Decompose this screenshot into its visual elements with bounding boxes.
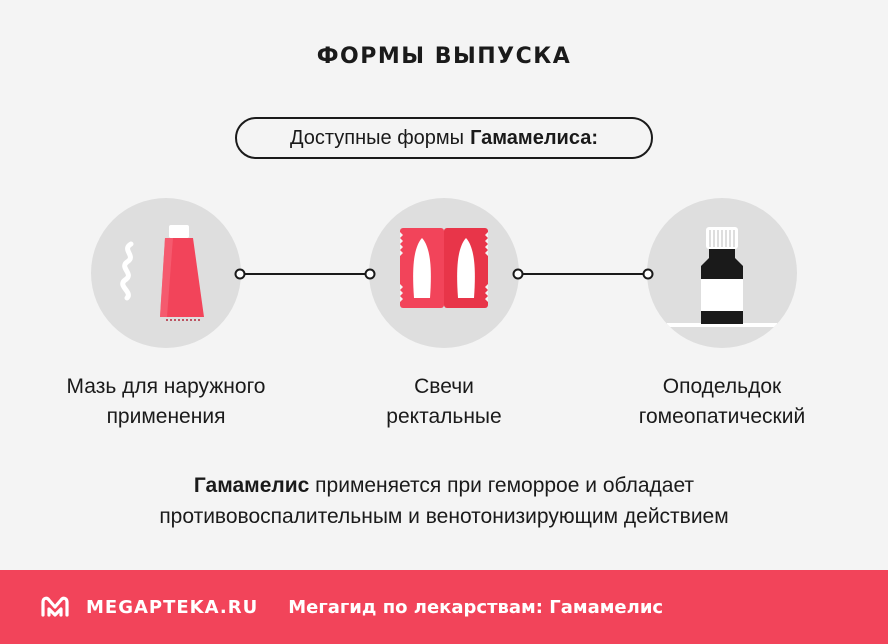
footer-banner: MEGAPTEKA.RU Мегагид по лекарствам: Гама…: [0, 570, 888, 644]
form-label-line: Оподельдок: [662, 375, 782, 398]
available-forms-pill: Доступные формы Гамамелиса:: [235, 117, 653, 159]
suppositories-icon: [400, 228, 488, 308]
ointment-circle: [91, 198, 241, 348]
ointment-tube-icon: [120, 225, 204, 321]
description-line-2: противовоспалительным и венотонизирующим…: [159, 505, 729, 528]
form-label-suppositories: Свечи ректальные: [304, 372, 584, 432]
form-label-line: применения: [106, 405, 226, 428]
form-label-ointment: Мазь для наружного применения: [26, 372, 306, 432]
guide-title: Мегагид по лекарствам: Гамамелис: [288, 596, 664, 618]
connector-1: [234, 268, 376, 280]
form-label-line: ректальные: [386, 405, 502, 428]
brand-link[interactable]: MEGAPTEKA.RU: [86, 596, 259, 618]
description-bold: Гамамелис: [193, 474, 310, 497]
form-label-line: гомеопатический: [638, 405, 806, 428]
description-line-1: Гамамелис применяется при геморрое и обл…: [0, 470, 888, 501]
megapteka-logo-icon: [41, 596, 69, 617]
form-label-line: Мазь для наружного: [66, 375, 266, 398]
bottle-circle: [647, 198, 797, 348]
description: Гамамелис применяется при геморрое и обл…: [0, 470, 888, 532]
form-label-opodeldoc: Оподельдок гомеопатический: [582, 372, 862, 432]
connector-2: [512, 268, 654, 280]
pill-text: Доступные формы: [290, 126, 465, 149]
pill-bold-text: Гамамелиса:: [470, 126, 598, 149]
bottle-icon: [667, 227, 777, 327]
suppositories-circle: [369, 198, 519, 348]
form-label-line: Свечи: [414, 375, 474, 398]
description-line-1-rest: применяется при геморрое и обладает: [315, 474, 695, 497]
page-title: ФОРМЫ ВЫПУСКА: [316, 44, 572, 69]
